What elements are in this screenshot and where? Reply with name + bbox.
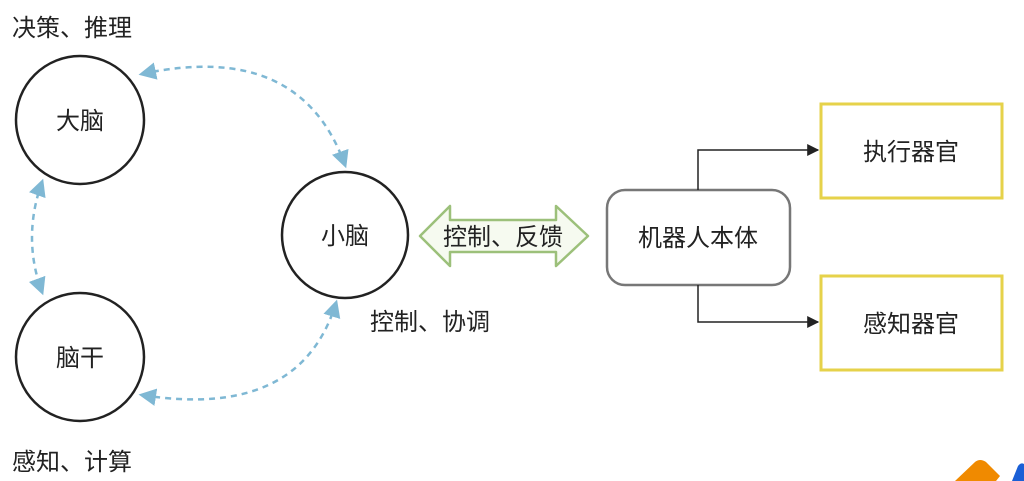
arrow-to-sensor	[697, 285, 820, 328]
robot-body-label: 机器人本体	[638, 224, 758, 252]
arrow-to-actuator	[697, 144, 820, 190]
node-sensor: 感知器官	[819, 274, 1004, 372]
brainstem-role-label: 感知、计算	[12, 448, 132, 476]
watermark-logo	[955, 460, 1024, 481]
node-actuator: 执行器官	[819, 102, 1004, 200]
link-label: 控制、反馈	[443, 223, 563, 251]
cerebellum-label: 小脑	[321, 222, 369, 250]
node-brainstem: 脑干	[14, 291, 146, 423]
link-cerebrum-brainstem	[28, 178, 46, 296]
cerebellum-role-label: 控制、协调	[370, 308, 490, 336]
node-robot-body: 机器人本体	[605, 188, 792, 287]
node-cerebrum: 大脑	[14, 54, 146, 186]
cerebrum-role-label: 决策、推理	[12, 14, 132, 42]
control-feedback-arrow: 控制、反馈	[418, 204, 590, 268]
brainstem-label: 脑干	[56, 344, 104, 372]
cerebrum-label: 大脑	[56, 107, 104, 135]
sensor-label: 感知器官	[863, 310, 959, 338]
actuator-label: 执行器官	[863, 138, 959, 166]
link-cerebellum-brainstem	[138, 299, 341, 406]
link-cerebrum-cerebellum	[138, 62, 349, 169]
node-cerebellum: 小脑	[280, 170, 410, 300]
